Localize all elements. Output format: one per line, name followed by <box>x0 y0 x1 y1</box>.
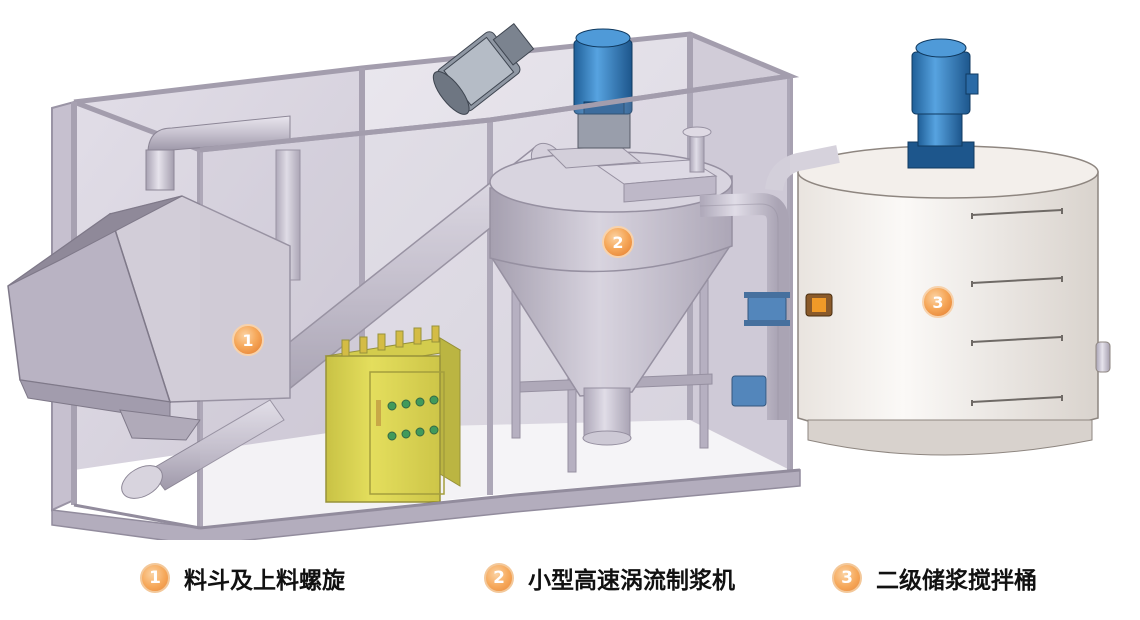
legend-item-pulper: 2 小型高速涡流制浆机 <box>484 556 735 600</box>
vortex-pulper <box>489 28 840 473</box>
legend-badge-3: 3 <box>832 563 862 593</box>
legend: 1 料斗及上料螺旋 2 小型高速涡流制浆机 3 二级储浆搅拌桶 <box>0 556 1140 600</box>
badge-hopper: 1 <box>232 324 264 356</box>
badge-pulper: 2 <box>602 226 634 258</box>
legend-item-tank: 3 二级储浆搅拌桶 <box>832 556 1037 600</box>
svg-text:1: 1 <box>242 331 253 350</box>
svg-text:2: 2 <box>612 233 623 252</box>
badge-tank: 3 <box>922 286 954 318</box>
storage-tank <box>797 38 1111 456</box>
legend-badge-2: 2 <box>484 563 514 593</box>
legend-badge-1: 1 <box>140 563 170 593</box>
legend-label-3: 二级储浆搅拌桶 <box>876 568 1037 594</box>
control-box <box>324 325 462 503</box>
enclosure-front <box>73 73 801 530</box>
legend-item-hopper: 1 料斗及上料螺旋 <box>140 556 345 600</box>
legend-label-2: 小型高速涡流制浆机 <box>528 568 735 594</box>
equipment-illustration: 1 2 3 <box>7 22 1111 540</box>
svg-text:3: 3 <box>932 293 943 312</box>
legend-label-1: 料斗及上料螺旋 <box>184 568 345 594</box>
